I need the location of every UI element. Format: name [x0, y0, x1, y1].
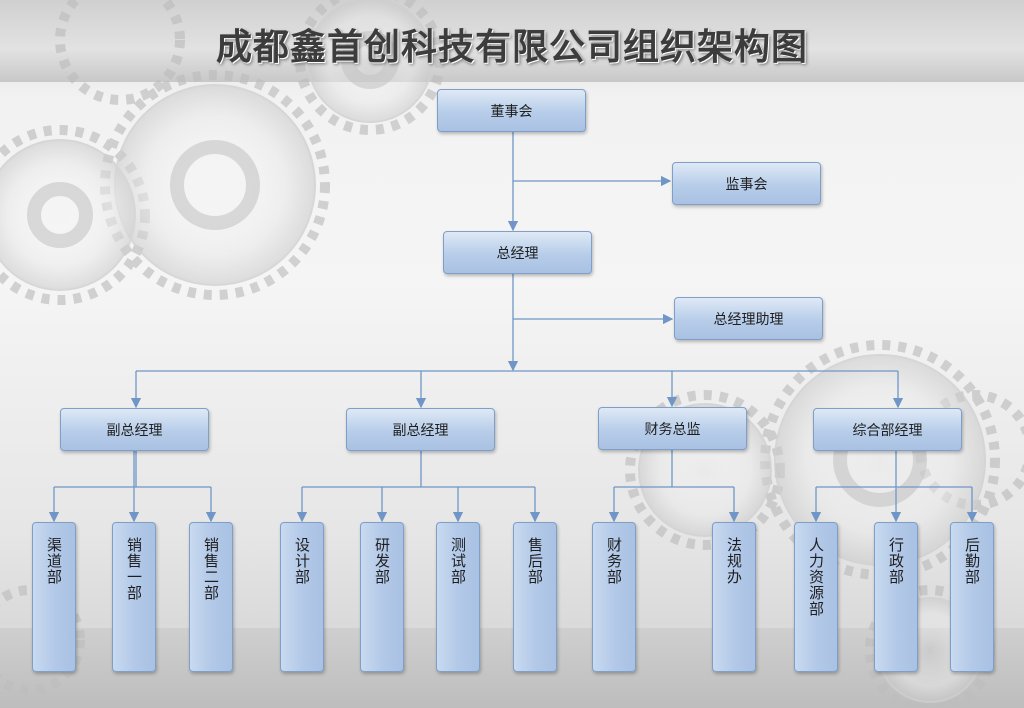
dept-rnd: 研发部 [360, 522, 404, 672]
dept-finance: 财务部 [592, 522, 636, 672]
chart-title: 成都鑫首创科技有限公司组织架构图 [215, 27, 808, 68]
dept-sales-2: 销售二部 [189, 522, 233, 672]
dept-logistics: 后勤部 [950, 522, 994, 672]
node-board: 董事会 [437, 89, 586, 132]
node-general-manager: 总经理 [443, 231, 592, 274]
dept-sales-1: 销售一部 [112, 522, 156, 672]
node-admin-manager: 综合部经理 [813, 408, 962, 451]
dept-administration: 行政部 [874, 522, 918, 672]
dept-hr: 人力资源部 [794, 522, 838, 672]
dept-channel: 渠道部 [32, 522, 76, 672]
dept-testing: 测试部 [436, 522, 480, 672]
dept-design: 设计部 [280, 522, 324, 672]
node-deputy-gm-1: 副总经理 [60, 408, 209, 451]
node-finance-director: 财务总监 [598, 407, 747, 450]
header-band [0, 0, 1024, 82]
node-deputy-gm-2: 副总经理 [346, 408, 495, 451]
node-supervisory-board: 监事会 [672, 162, 821, 205]
floor-band [0, 628, 1024, 708]
dept-legal: 法规办 [712, 522, 756, 672]
dept-after-sales: 售后部 [513, 522, 557, 672]
node-gm-assistant: 总经理助理 [674, 297, 823, 340]
